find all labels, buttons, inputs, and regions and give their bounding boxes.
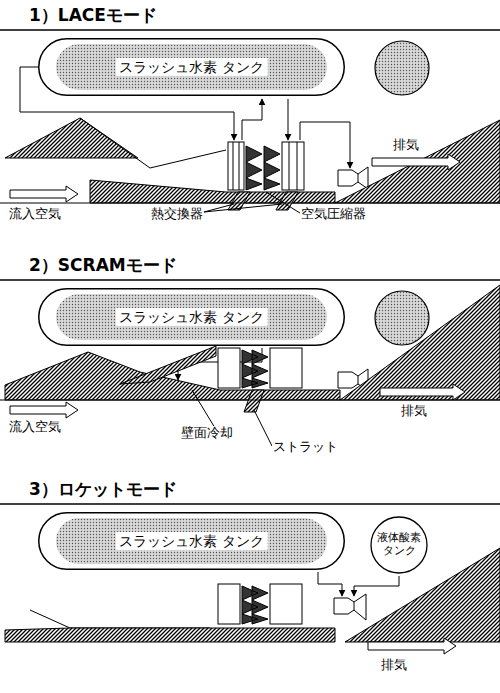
heat-exchanger xyxy=(270,348,302,388)
strut xyxy=(244,390,264,412)
flow-arrow xyxy=(368,638,456,654)
hydrogen-line xyxy=(242,99,262,140)
mode-heading: 3）ロケットモード xyxy=(28,480,178,500)
part-label: 排気 xyxy=(400,404,428,419)
leader-line xyxy=(192,390,215,428)
part-label: 空気圧縮器 xyxy=(300,207,367,222)
slush-fill xyxy=(56,44,327,90)
heat-exchanger xyxy=(270,584,302,624)
rocket-engine xyxy=(338,167,368,189)
part-label: ストラット xyxy=(272,440,339,455)
hydrogen-tank: スラッシュ水素 タンク xyxy=(38,288,345,346)
hydrogen-line xyxy=(318,572,342,596)
flow-arrow xyxy=(380,384,465,400)
mode-heading: 1）LACEモード xyxy=(28,6,158,26)
nozzle-ramp xyxy=(335,120,500,203)
tank-capsule xyxy=(39,513,345,570)
compressor-blades xyxy=(242,350,268,388)
leader-line xyxy=(254,410,272,446)
heat-exchanger xyxy=(218,348,240,388)
flow-arrow xyxy=(372,154,460,170)
part-label: 排気 xyxy=(392,138,420,153)
lower-surface xyxy=(0,400,500,401)
hydrogen-line xyxy=(288,99,289,140)
nozzle-ramp xyxy=(340,285,500,400)
part-label: 流入空気 xyxy=(8,420,62,435)
heat-exchanger xyxy=(282,142,304,190)
lower-body xyxy=(5,628,335,642)
heat-exchanger-core xyxy=(289,142,297,190)
heading-rule xyxy=(0,29,500,31)
tank-circle xyxy=(375,291,429,345)
lower-surface xyxy=(0,203,500,204)
part-label: 流入空気 xyxy=(8,207,62,222)
tank-capsule xyxy=(39,39,345,96)
slush-fill xyxy=(56,294,327,340)
heat-exchanger-core xyxy=(233,142,239,190)
tank-circle xyxy=(371,517,427,573)
hydrogen-tank: スラッシュ水素 タンク xyxy=(38,38,345,96)
heading-rule xyxy=(0,503,500,505)
heading-rule xyxy=(0,279,500,281)
tank-label: スラッシュ水素 タンク xyxy=(115,532,267,550)
slush-fill xyxy=(56,518,327,564)
mode-heading: 2）SCRAMモード xyxy=(28,256,178,276)
intake-ramp xyxy=(5,118,138,158)
tank-circle xyxy=(375,41,429,95)
nozzle-ramp xyxy=(345,548,500,642)
flow-arrow xyxy=(10,402,78,418)
leader-line xyxy=(204,204,282,212)
heat-exchanger xyxy=(228,142,244,190)
rocket-engine xyxy=(334,594,366,620)
compressor-blades xyxy=(242,586,268,624)
tank-label: スラッシュ水素 タンク xyxy=(115,308,267,326)
oxygen-line xyxy=(354,576,399,596)
oxygen-tank: 液体酸素 タンク xyxy=(370,516,428,574)
tank-label: 液体酸素 タンク xyxy=(375,532,423,557)
flow-arrow xyxy=(10,186,78,202)
air-line xyxy=(300,122,350,168)
strut xyxy=(276,192,298,210)
tank-label: スラッシュ水素 タンク xyxy=(115,58,267,76)
leader-line xyxy=(266,192,300,213)
tank-capsule xyxy=(39,289,345,346)
hydrogen-tank: スラッシュ水素 タンク xyxy=(38,512,345,570)
part-label: 熱交換器 xyxy=(150,207,204,222)
closed-intake xyxy=(30,610,210,628)
part-label: 壁面冷却 xyxy=(180,426,234,441)
heat-exchanger xyxy=(218,584,240,624)
cowl xyxy=(120,346,216,384)
compressor-blades xyxy=(246,146,280,190)
part-label: 排気 xyxy=(380,658,408,673)
intake-wall xyxy=(80,118,226,168)
